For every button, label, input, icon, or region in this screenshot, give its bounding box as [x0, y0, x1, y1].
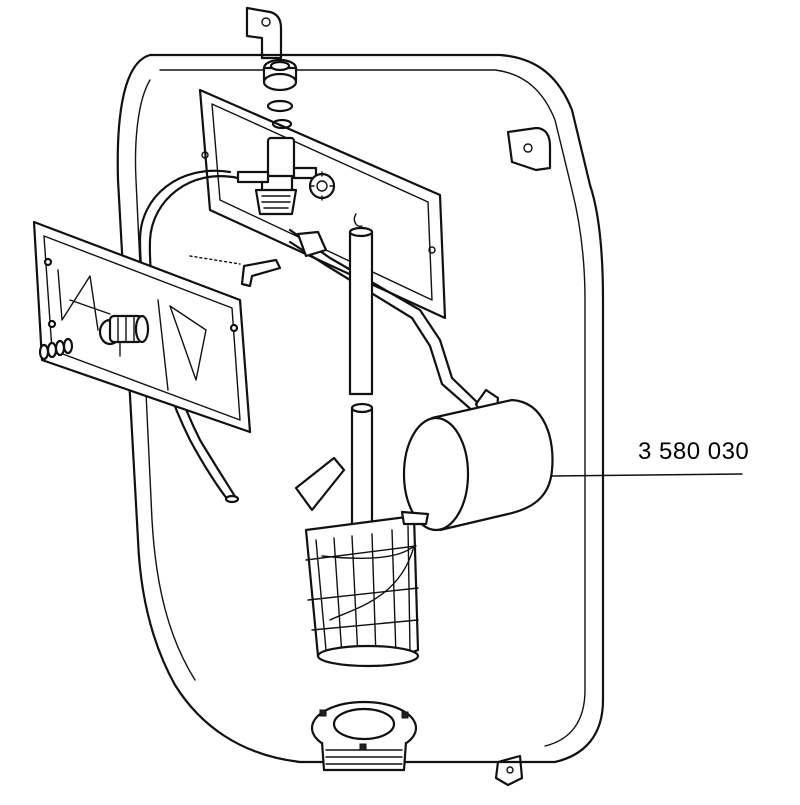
bracket-screw-hole	[523, 143, 533, 153]
inlet-nut-icon	[262, 58, 298, 92]
bracket-screw-hole	[261, 17, 271, 27]
bracket-screw-hole	[506, 766, 514, 774]
spring-icon	[38, 337, 74, 361]
bottom-mount-bracket	[494, 754, 524, 787]
lever-arm	[288, 240, 476, 414]
outlet-flange-icon	[310, 700, 418, 772]
l-bracket	[240, 258, 282, 288]
mounting-plate	[198, 88, 447, 320]
overflow-tube-upper	[348, 213, 374, 396]
pin	[189, 255, 241, 265]
washer-icon	[266, 99, 294, 113]
valve-knob-icon	[308, 171, 336, 201]
float-icon	[402, 398, 554, 532]
lever-clip	[296, 230, 328, 258]
lever-arm	[288, 228, 482, 407]
tank-body	[116, 53, 605, 764]
plate-screw	[428, 246, 436, 254]
part-number-label: 3 580 030	[638, 438, 750, 465]
washer-icon	[271, 118, 293, 130]
mounting-plate-inner	[211, 103, 433, 301]
part-leader-line	[551, 473, 743, 477]
plate-screw	[201, 151, 209, 159]
hose-end	[224, 494, 240, 504]
right-mount-bracket	[506, 126, 552, 172]
push-button-icon	[98, 314, 150, 346]
tank-inner-edge	[159, 69, 586, 747]
fill-valve-icon	[236, 136, 318, 216]
tank-inner-left-edge	[134, 79, 196, 681]
flush-valve-cage-icon	[294, 456, 430, 668]
top-mount-bracket	[245, 6, 283, 60]
